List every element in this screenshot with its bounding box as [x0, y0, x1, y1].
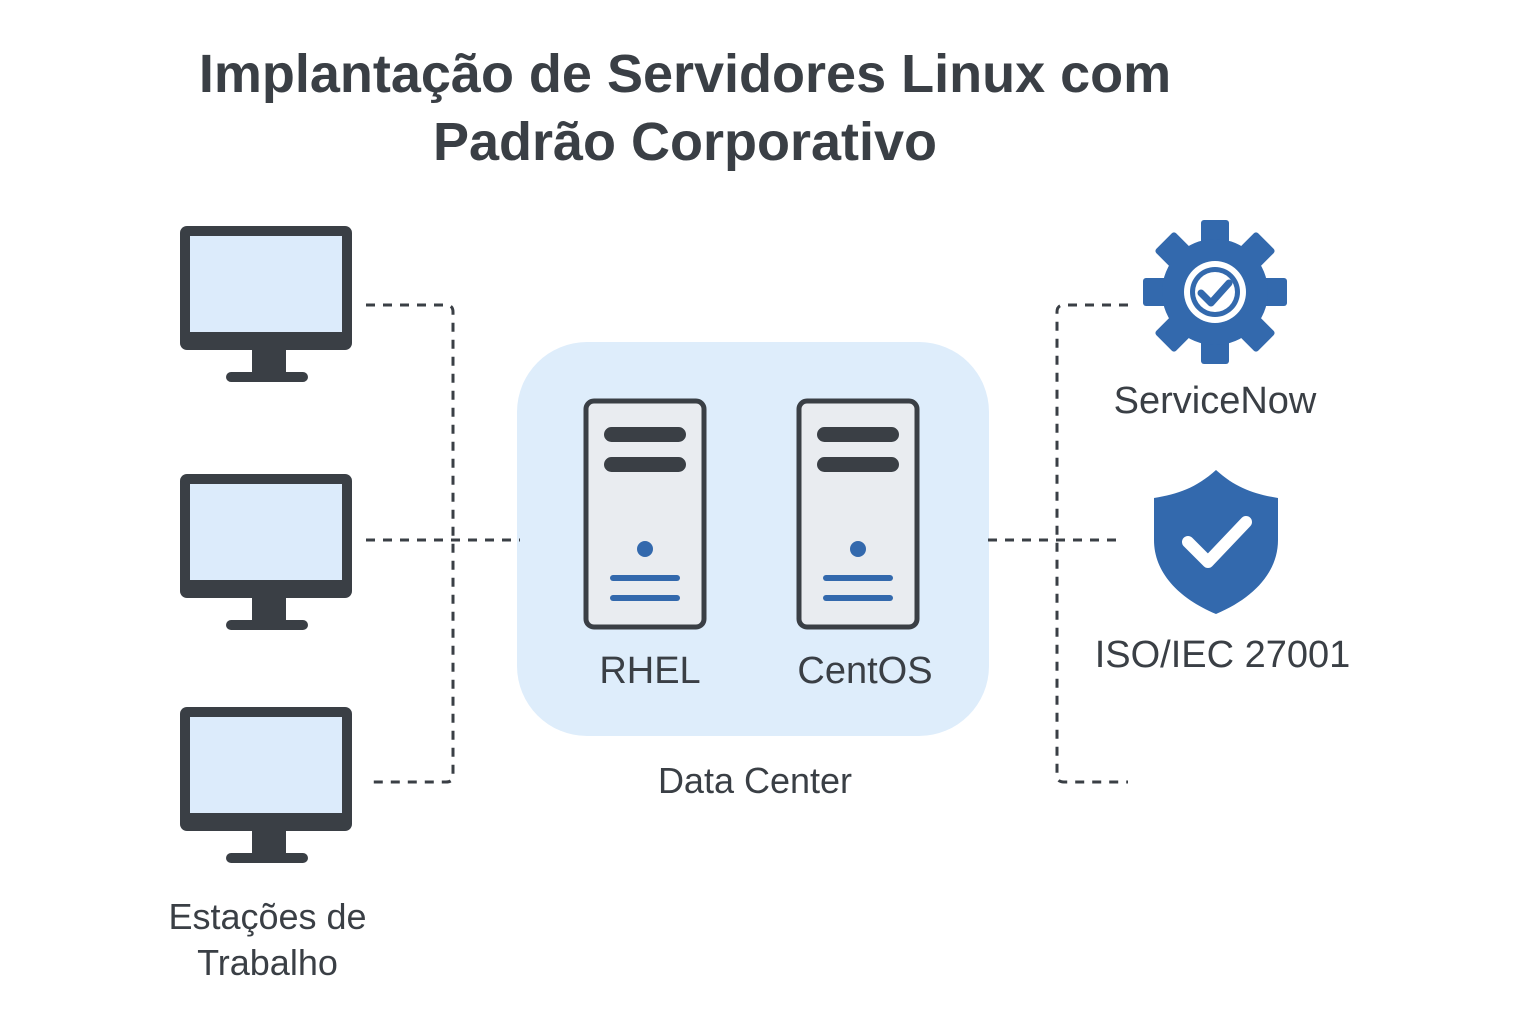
monitor-icon	[180, 226, 352, 382]
workstations-label: Estações de Trabalho	[130, 894, 405, 986]
workstation-connectors	[366, 303, 520, 784]
workstations-label-line-1: Estações de	[168, 896, 367, 937]
workstations-label-line-2: Trabalho	[197, 942, 338, 983]
server-icon	[796, 398, 920, 630]
gear-check-icon	[1143, 220, 1287, 364]
server-icon	[583, 398, 707, 630]
servicenow-label: ServiceNow	[1113, 380, 1317, 422]
datacenter-label: Data Center	[657, 760, 853, 801]
title-line-2: Padrão Corporativo	[432, 112, 938, 172]
title-line-1: Implantação de Servidores Linux com	[198, 44, 1172, 104]
server-label-centos: CentOS	[797, 650, 933, 692]
server-label-rhel: RHEL	[599, 650, 701, 692]
iso-label: ISO/IEC 27001	[1094, 634, 1351, 676]
monitor-icon	[180, 707, 352, 863]
shield-check-icon	[1154, 470, 1278, 614]
connector-servicenow	[1055, 303, 1128, 784]
diagram-title: Implantação de Servidores Linux com Padr…	[0, 40, 1370, 176]
monitor-icon	[180, 474, 352, 630]
connector-ws1	[366, 303, 455, 784]
right-connectors	[988, 303, 1128, 784]
